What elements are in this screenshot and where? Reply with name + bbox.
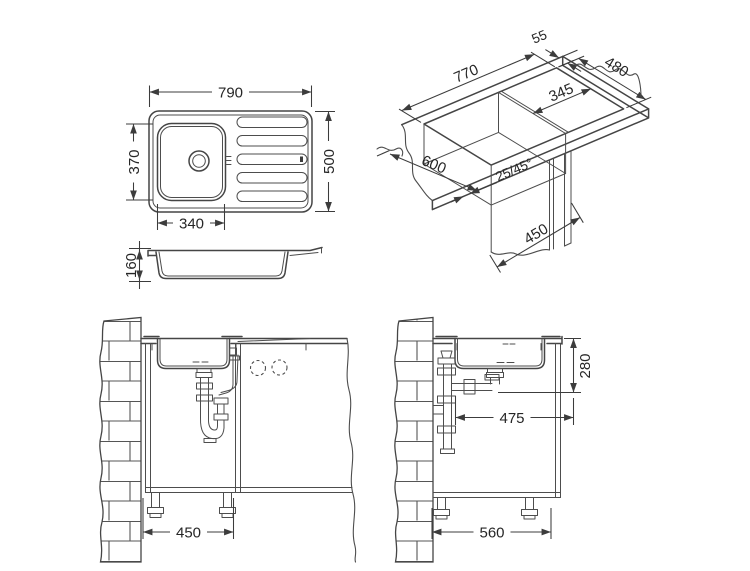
- drain-inner: [192, 154, 206, 168]
- front-installation-view: 450: [99, 316, 357, 563]
- worktop-cutout-view: 770 55 480 345 600: [376, 27, 652, 273]
- brick-wall-side: [394, 316, 434, 563]
- cabinet-feet: [147, 492, 236, 518]
- dim-bowl-depth: 160: [123, 241, 151, 289]
- drainboard-profile: [289, 247, 322, 256]
- dim-trap-height: 280: [498, 337, 594, 394]
- sink-rim-outer: [148, 110, 313, 213]
- countertop-side: [432, 335, 563, 345]
- dim-label-475: 475: [499, 410, 524, 427]
- section-view: 160: [123, 241, 323, 289]
- dim-label-55: 55: [529, 27, 549, 47]
- drain-outer: [188, 150, 210, 172]
- sink-bowl-side-section: [435, 335, 561, 370]
- dim-label-340: 340: [179, 215, 204, 232]
- sink-rim-inner: [152, 114, 309, 209]
- drainboard-ribs: [236, 116, 308, 202]
- overflow-marks: [226, 156, 232, 165]
- bowl-profile: [155, 251, 289, 280]
- dim-trap-offset: 475: [454, 396, 575, 427]
- dim-cabinet-depth: 560: [431, 508, 552, 541]
- dim-label-450: 450: [176, 524, 201, 541]
- dim-cabinet-width: 450: [142, 498, 235, 541]
- dim-label-370: 370: [126, 149, 143, 174]
- drain-pipework-side: [432, 350, 504, 454]
- cabinet-front: [145, 343, 353, 493]
- sink-bowl-section: [143, 335, 311, 370]
- countertop: [140, 337, 348, 345]
- dim-label-280: 280: [577, 353, 594, 378]
- pipe-hole-left: [249, 359, 267, 377]
- plan-view: 790 500 370 340: [125, 84, 338, 232]
- dim-overall-depth: 500: [315, 110, 338, 213]
- dim-label-160: 160: [123, 253, 140, 278]
- brick-wall: [99, 316, 142, 563]
- pipe-hole-right: [271, 359, 288, 376]
- side-installation-view: 280 475 560: [394, 316, 594, 563]
- rib-slot-mark: [300, 156, 303, 162]
- dim-label-790: 790: [218, 84, 243, 101]
- cabinet-feet-side: [433, 497, 538, 520]
- dim-overall-length: 790: [148, 84, 313, 107]
- bowl-outline: [156, 122, 227, 202]
- dim-bowl-length: 340: [156, 204, 226, 232]
- dim-bowl-width: 370: [125, 123, 153, 201]
- torn-edge: [346, 337, 357, 563]
- rim-profile: [147, 246, 323, 257]
- drain-trap: [195, 347, 240, 443]
- bowl-inner: [160, 126, 223, 198]
- dim-label-500: 500: [321, 149, 338, 174]
- dim-label-560: 560: [479, 524, 504, 541]
